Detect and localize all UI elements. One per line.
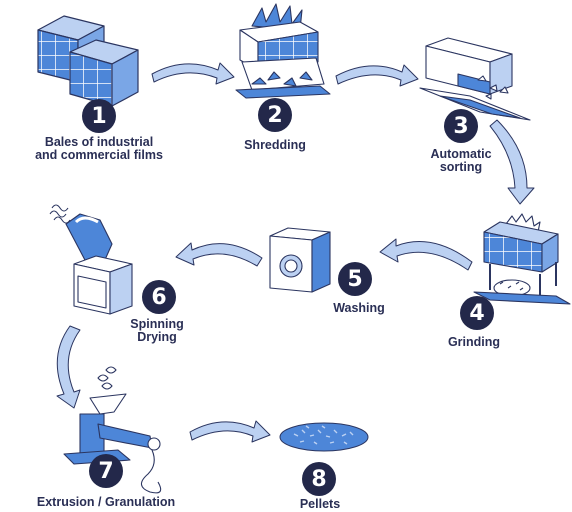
flow-arrow-4-5	[379, 238, 473, 271]
step-7-label: Extrusion / Granulation	[37, 496, 175, 509]
step-2-number-badge: 2	[258, 98, 292, 132]
step-1-label: Bales of industrial and commercial films	[35, 136, 163, 162]
step-5-number-badge: 5	[338, 262, 372, 296]
step-4-number-badge: 4	[460, 296, 494, 330]
step-7-label-line-1: Extrusion / Granulation	[36, 495, 176, 509]
flow-arrow-5-6	[175, 242, 263, 267]
bales-icon	[37, 15, 139, 107]
step-8-number-badge: 8	[302, 462, 336, 496]
step-4-label-line-1: Grinding	[447, 335, 501, 349]
pellets-icon	[279, 422, 369, 452]
step-1-label-line-2: and commercial films	[35, 148, 163, 162]
step-3-label-line-1: Automatic	[430, 147, 492, 161]
flow-arrow-3-4	[489, 119, 535, 205]
shredder-icon	[235, 3, 331, 99]
step-3-number-badge: 3	[444, 109, 478, 143]
step-6-label: Spinning Drying	[130, 318, 183, 344]
step-2-label: Shredding	[244, 139, 306, 152]
flow-arrow-6-7	[56, 325, 81, 409]
step-5-label: Washing	[333, 302, 385, 315]
step-4-label: Grinding	[448, 336, 500, 349]
step-6-label-line-2: Drying	[137, 330, 177, 344]
step-7-number-badge: 7	[89, 454, 123, 488]
sorting-conveyor-icon	[419, 37, 531, 121]
spin-dryer-icon	[49, 204, 133, 315]
step-5-label-line-1: Washing	[333, 301, 385, 315]
step-6-label-line-1: Spinning	[130, 317, 184, 331]
grinder-icon	[473, 213, 571, 305]
step-8-label-line-1: Pellets	[299, 497, 341, 511]
flow-arrow-2-3	[335, 64, 419, 87]
washing-machine-icon	[269, 227, 331, 293]
step-1-number-badge: 1	[82, 99, 116, 133]
step-3-label-line-2: sorting	[439, 160, 483, 174]
step-3-label: Automatic sorting	[430, 148, 491, 174]
step-1-label-line-1: Bales of industrial	[44, 135, 154, 149]
step-6-number-badge: 6	[142, 280, 176, 314]
flow-arrow-1-2	[151, 62, 235, 85]
step-8-label: Pellets	[300, 498, 340, 511]
flow-arrow-7-8	[189, 420, 271, 443]
step-2-label-line-1: Shredding	[244, 138, 306, 152]
